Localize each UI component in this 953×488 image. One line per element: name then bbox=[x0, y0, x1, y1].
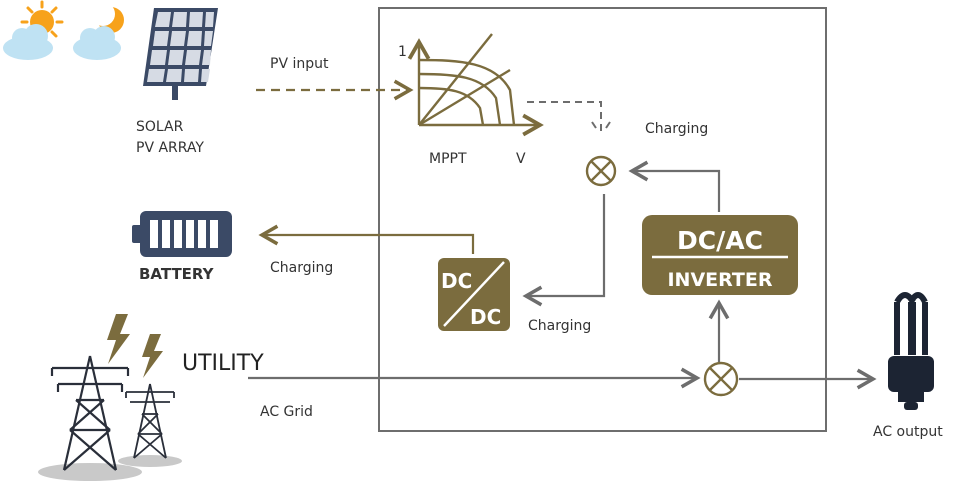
dcdc-converter-box: DC DC bbox=[438, 258, 510, 331]
mppt-label: MPPT bbox=[429, 151, 467, 167]
dcdc-to-battery-arrow bbox=[258, 224, 475, 254]
sun-cloud-icon bbox=[3, 0, 64, 60]
power-pylon-large-icon bbox=[38, 355, 142, 481]
mppt-axis-one: 1 bbox=[398, 44, 407, 60]
solar-label-line1: SOLAR bbox=[136, 119, 184, 135]
inverter-frame bbox=[378, 7, 827, 432]
inverter-to-mixer-arrow bbox=[628, 160, 721, 212]
charging-top-label: Charging bbox=[645, 121, 708, 137]
battery-icon bbox=[132, 211, 232, 257]
dcac-inverter-box: DC/AC INVERTER bbox=[642, 215, 798, 295]
mppt-dash-tick-marks bbox=[591, 121, 611, 129]
battery-label: BATTERY bbox=[139, 265, 215, 283]
ac-output-label: AC output bbox=[873, 424, 943, 440]
lightning-icon bbox=[107, 314, 163, 378]
inverter-label-line2: INVERTER bbox=[667, 269, 772, 291]
mppt-axis-v: V bbox=[516, 151, 526, 167]
dcdc-bottom-label: DC bbox=[470, 305, 501, 329]
solar-panel-icon bbox=[143, 8, 218, 100]
lamp-bulb-icon bbox=[888, 292, 934, 410]
top-mixer-icon bbox=[585, 155, 617, 187]
inverter-label-line1: DC/AC bbox=[677, 226, 763, 255]
mppt-to-mixer-dash bbox=[527, 101, 602, 136]
mppt-curve-icon bbox=[407, 33, 544, 137]
moon-cloud-icon bbox=[73, 2, 124, 60]
ac-grid-label: AC Grid bbox=[260, 404, 313, 420]
mixer-to-dcdc-arrow bbox=[522, 194, 606, 307]
bottom-mixer-icon bbox=[703, 361, 739, 397]
power-pylon-small-icon bbox=[118, 383, 182, 467]
pv-input-label: PV input bbox=[270, 56, 329, 72]
solar-label-line2: PV ARRAY bbox=[136, 140, 204, 156]
utility-label: UTILITY bbox=[182, 351, 264, 376]
charging-left-label: Charging bbox=[270, 260, 333, 276]
charging-bottom-label: Charging bbox=[528, 318, 591, 334]
dcdc-top-label: DC bbox=[441, 269, 472, 293]
